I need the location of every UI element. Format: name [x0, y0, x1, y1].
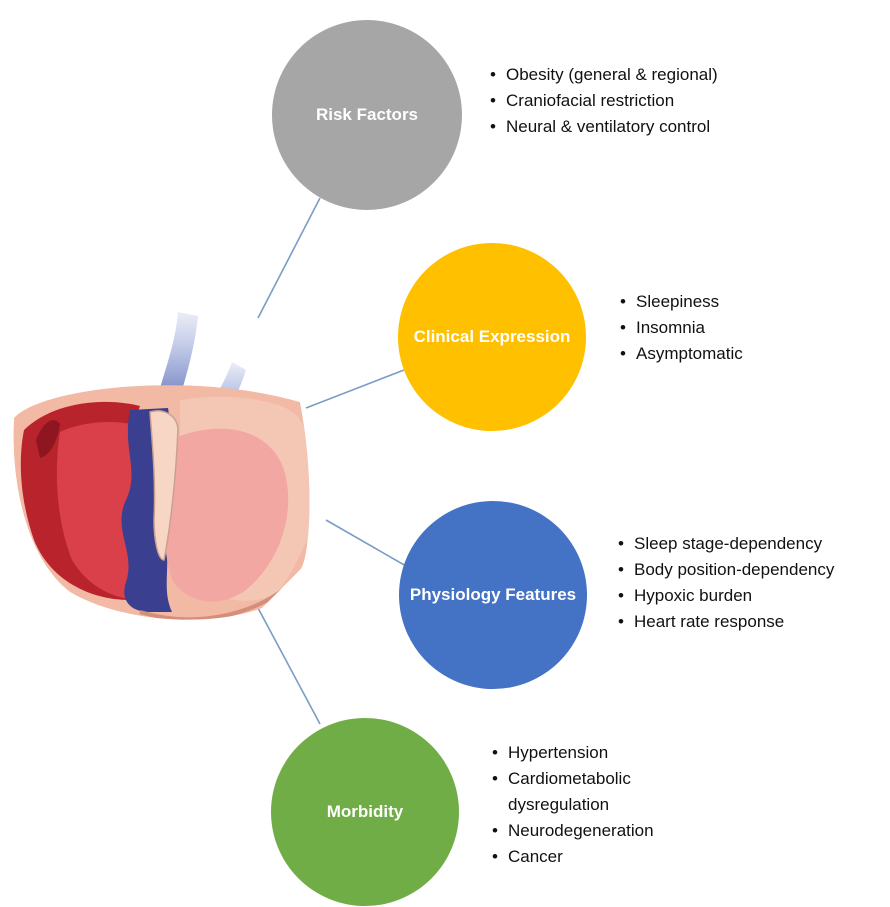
node-morbidity: Morbidity [271, 718, 459, 906]
list-item: Neural & ventilatory control [488, 114, 718, 140]
connector-risk [258, 198, 320, 318]
connector-morbidity [258, 608, 320, 724]
clinical-expression-list: Sleepiness Insomnia Asymptomatic [618, 289, 743, 367]
connector-physiology [326, 520, 406, 566]
sleeping-head-airway-cross-section-icon [13, 312, 324, 620]
node-clinical-expression-label: Clinical Expression [404, 326, 581, 349]
node-clinical-expression: Clinical Expression [398, 243, 586, 431]
list-item: Hypoxic burden [616, 583, 834, 609]
risk-factors-list: Obesity (general & regional) Craniofacia… [488, 62, 718, 140]
list-item: Sleep stage-dependency [616, 531, 834, 557]
list-item: Body position-dependency [616, 557, 834, 583]
list-item: Cancer [490, 844, 720, 870]
list-item: Sleepiness [618, 289, 743, 315]
list-item: Insomnia [618, 315, 743, 341]
connector-clinical [306, 370, 404, 408]
physiology-features-list: Sleep stage-dependency Body position-dep… [616, 531, 834, 635]
list-item: Hypertension [490, 740, 720, 766]
list-item: Heart rate response [616, 609, 834, 635]
list-item: Asymptomatic [618, 341, 743, 367]
node-physiology-features: Physiology Features [399, 501, 587, 689]
node-risk-factors-label: Risk Factors [306, 104, 428, 127]
list-item: Cardiometabolic dysregulation [490, 766, 720, 818]
list-item: Neurodegeneration [490, 818, 720, 844]
node-risk-factors: Risk Factors [272, 20, 462, 210]
list-item: Obesity (general & regional) [488, 62, 718, 88]
node-morbidity-label: Morbidity [317, 801, 414, 824]
morbidity-list: Hypertension Cardiometabolic dysregulati… [490, 740, 720, 870]
node-physiology-features-label: Physiology Features [400, 584, 586, 607]
list-item: Craniofacial restriction [488, 88, 718, 114]
